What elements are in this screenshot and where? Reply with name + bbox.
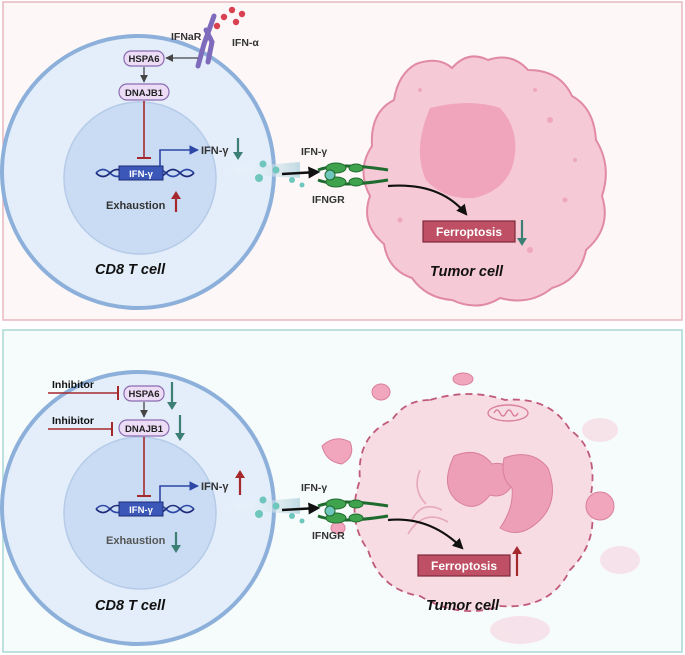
ifng-output-label: IFN-γ — [201, 145, 229, 157]
ifnar-label: IFNaR — [171, 31, 202, 43]
tumor-nucleus-fragment-2 — [499, 454, 553, 533]
secretion-arrow — [281, 166, 321, 179]
mitochondria-icon — [487, 404, 529, 422]
ferroptosis-box-2 — [417, 554, 511, 577]
tumor-vesicles — [397, 88, 577, 273]
panel-bottom: Inhibitor Inhibitor HSPA6 DNAJB1 IFN-γ I… — [0, 329, 683, 653]
signaling-arrow — [387, 184, 468, 216]
t-cell-label-2: CD8 T cell — [95, 598, 166, 614]
dnajb1-label-2: DNAJB1 — [125, 424, 164, 435]
inhibitor-2-label: Inhibitor — [52, 415, 94, 427]
inhibitor-1-label: Inhibitor — [52, 379, 94, 391]
t-cell-label: CD8 T cell — [95, 262, 166, 278]
tumor-fragments — [321, 372, 615, 535]
ferroptosis-up-arrowhead — [512, 546, 522, 554]
secretion-beam — [226, 162, 300, 178]
ifngr-receptor-icon — [317, 162, 389, 188]
receptor-ifng-label: IFN-γ — [301, 146, 327, 158]
transcription-arrow — [159, 145, 199, 166]
secretion-arrow-2 — [281, 502, 321, 515]
hspa6-label: HSPA6 — [129, 54, 160, 65]
tumor-cell-label: Tumor cell — [430, 264, 504, 280]
er-membranes — [407, 469, 449, 535]
ferroptosis-label: Ferroptosis — [436, 225, 502, 239]
tumor-ghost-debris — [490, 418, 640, 644]
hspa6-node — [123, 50, 165, 67]
ifng-up-arrowhead — [235, 470, 245, 478]
ifng-gene-label: IFN-γ — [129, 169, 153, 180]
ifn-alpha-label: IFN-α — [232, 37, 259, 49]
secretion-beam-2 — [226, 498, 300, 514]
tumor-nucleus-fragment-1 — [447, 451, 516, 507]
hspa6-node-2 — [123, 385, 165, 402]
ifng-secreted-particles — [255, 160, 305, 188]
panel-top: IFNaR IFN-α HSPA6 DNAJB1 IFN-γ IFN-γ Exh… — [0, 1, 683, 321]
ifng-secreted-particles-2 — [255, 496, 305, 524]
hspa6-down-arrowhead — [167, 402, 177, 410]
ferroptosis-label-2: Ferroptosis — [431, 559, 497, 573]
dnajb1-node — [118, 83, 170, 101]
tumor-nucleus — [419, 103, 516, 199]
exhaustion-label: Exhaustion — [106, 200, 166, 212]
exhaustion-label-2: Exhaustion — [106, 535, 166, 547]
signaling-arrow-2 — [387, 518, 464, 550]
ifngr-label-2: IFNGR — [312, 530, 345, 542]
ifngr-receptor-icon-2 — [317, 498, 389, 524]
tumor-cell-label-2: Tumor cell — [426, 598, 500, 614]
ifng-down-arrowhead — [233, 152, 243, 160]
exhaustion-up-arrowhead — [171, 191, 181, 199]
exhaustion-down-arrowhead — [171, 545, 181, 553]
dnajb1-down-arrowhead — [175, 433, 185, 441]
ferroptosis-box — [422, 220, 516, 243]
ifng-output-label-2: IFN-γ — [201, 481, 229, 493]
dnajb1-node-2 — [118, 419, 170, 437]
ifng-gene-box — [118, 165, 164, 181]
ferroptosis-down-arrowhead — [517, 238, 527, 246]
transcription-arrow-2 — [159, 481, 199, 502]
dnajb1-label: DNAJB1 — [125, 88, 164, 99]
ifng-gene-label-2: IFN-γ — [129, 505, 153, 516]
ifng-gene-box-2 — [118, 501, 164, 517]
receptor-ifng-label-2: IFN-γ — [301, 482, 327, 494]
ifngr-label: IFNGR — [312, 194, 345, 206]
hspa6-label-2: HSPA6 — [129, 389, 160, 400]
ifnar-receptor-icon — [195, 13, 217, 69]
ifn-alpha-particles — [213, 6, 246, 30]
